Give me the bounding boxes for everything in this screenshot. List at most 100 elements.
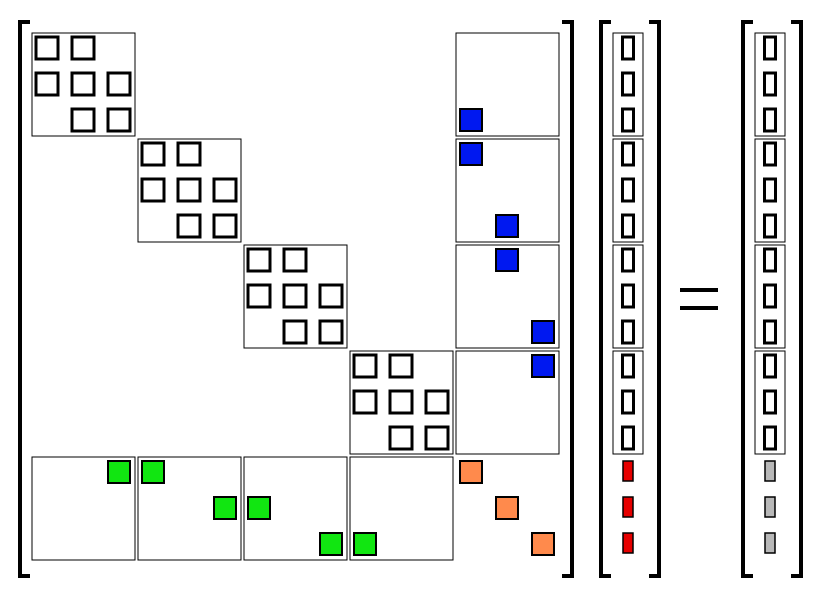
block-entry xyxy=(352,353,378,379)
vector-entry xyxy=(621,213,635,239)
vector-entry xyxy=(621,319,635,345)
block-panel xyxy=(137,138,242,243)
block-entry xyxy=(318,283,344,309)
matrix-brackets xyxy=(18,20,574,578)
block-entry xyxy=(424,425,450,451)
coupling-entry xyxy=(141,460,165,484)
bottom-coupling-block xyxy=(243,456,348,561)
coupling-panel xyxy=(349,456,454,561)
vector-entry xyxy=(621,141,635,167)
tail-entry xyxy=(622,496,634,518)
corner-entry xyxy=(495,496,519,520)
unknown-vector xyxy=(599,20,661,578)
vector-tail xyxy=(622,460,634,554)
coupling-entry xyxy=(107,460,131,484)
vector-panel xyxy=(754,32,786,137)
vector-panel xyxy=(754,138,786,243)
block-entry xyxy=(282,247,308,273)
diagonal-block xyxy=(349,350,454,455)
coupling-entry xyxy=(459,108,483,132)
coupling-panel xyxy=(243,456,348,561)
vector-block xyxy=(612,350,644,455)
right-coupling-block xyxy=(455,244,560,349)
vector-entry xyxy=(621,35,635,61)
equals-sign xyxy=(680,288,718,310)
vector-panel xyxy=(754,244,786,349)
block-entry xyxy=(424,389,450,415)
block-entry xyxy=(70,71,96,97)
diagonal-block xyxy=(243,244,348,349)
tail-entry xyxy=(764,496,776,518)
vector-entry xyxy=(621,389,635,415)
block-entry xyxy=(106,71,132,97)
coupling-panel xyxy=(455,138,560,243)
block-entry xyxy=(70,107,96,133)
coupling-entry xyxy=(495,214,519,238)
coupling-panel xyxy=(455,32,560,137)
diagonal-block xyxy=(137,138,242,243)
vector-entry xyxy=(763,213,777,239)
corner-entry xyxy=(531,532,555,556)
vector-entry xyxy=(763,177,777,203)
vector-entry xyxy=(621,353,635,379)
vector-brackets xyxy=(741,20,803,578)
vector-entry xyxy=(621,71,635,97)
vector-entry xyxy=(763,35,777,61)
vector-entry xyxy=(763,319,777,345)
tail-entry xyxy=(764,460,776,482)
vector-panel xyxy=(612,244,644,349)
vector-tail xyxy=(764,460,776,554)
block-entry xyxy=(282,319,308,345)
vector-block xyxy=(754,138,786,243)
vector-panel xyxy=(612,32,644,137)
vector-entry xyxy=(763,425,777,451)
block-entry xyxy=(212,213,238,239)
vector-entry xyxy=(621,247,635,273)
block-entry xyxy=(388,389,414,415)
block-entry xyxy=(212,177,238,203)
coupling-entry xyxy=(319,532,343,556)
system-matrix xyxy=(18,20,574,578)
block-entry xyxy=(176,177,202,203)
coupling-entry xyxy=(531,320,555,344)
coupling-entry xyxy=(353,532,377,556)
block-entry xyxy=(70,35,96,61)
block-entry xyxy=(246,283,272,309)
coupling-entry xyxy=(247,496,271,520)
diagonal-block xyxy=(31,32,136,137)
vector-entry xyxy=(763,283,777,309)
coupling-panel xyxy=(455,244,560,349)
vector-panel xyxy=(754,350,786,455)
block-entry xyxy=(140,177,166,203)
vector-entry xyxy=(763,353,777,379)
vector-entry xyxy=(621,107,635,133)
vector-entry xyxy=(763,107,777,133)
vector-entry xyxy=(621,425,635,451)
vector-block xyxy=(612,32,644,137)
bottom-coupling-block xyxy=(137,456,242,561)
coupling-panel xyxy=(31,456,136,561)
right-coupling-block xyxy=(455,350,560,455)
tail-entry xyxy=(764,532,776,554)
tail-entry xyxy=(622,532,634,554)
coupling-entry xyxy=(213,496,237,520)
vector-entry xyxy=(763,141,777,167)
right-bracket xyxy=(791,20,803,578)
block-entry xyxy=(246,247,272,273)
corner-entry xyxy=(459,460,483,484)
block-entry xyxy=(176,213,202,239)
right-bracket xyxy=(649,20,661,578)
vector-block xyxy=(754,32,786,137)
coupling-panel xyxy=(455,350,560,455)
vector-entry xyxy=(763,389,777,415)
block-entry xyxy=(282,283,308,309)
right-bracket xyxy=(562,20,574,578)
vector-block xyxy=(754,244,786,349)
right-hand-side-vector xyxy=(741,20,803,578)
block-entry xyxy=(34,35,60,61)
block-entry xyxy=(352,389,378,415)
right-coupling-block xyxy=(455,138,560,243)
vector-block xyxy=(612,244,644,349)
vector-entry xyxy=(763,247,777,273)
